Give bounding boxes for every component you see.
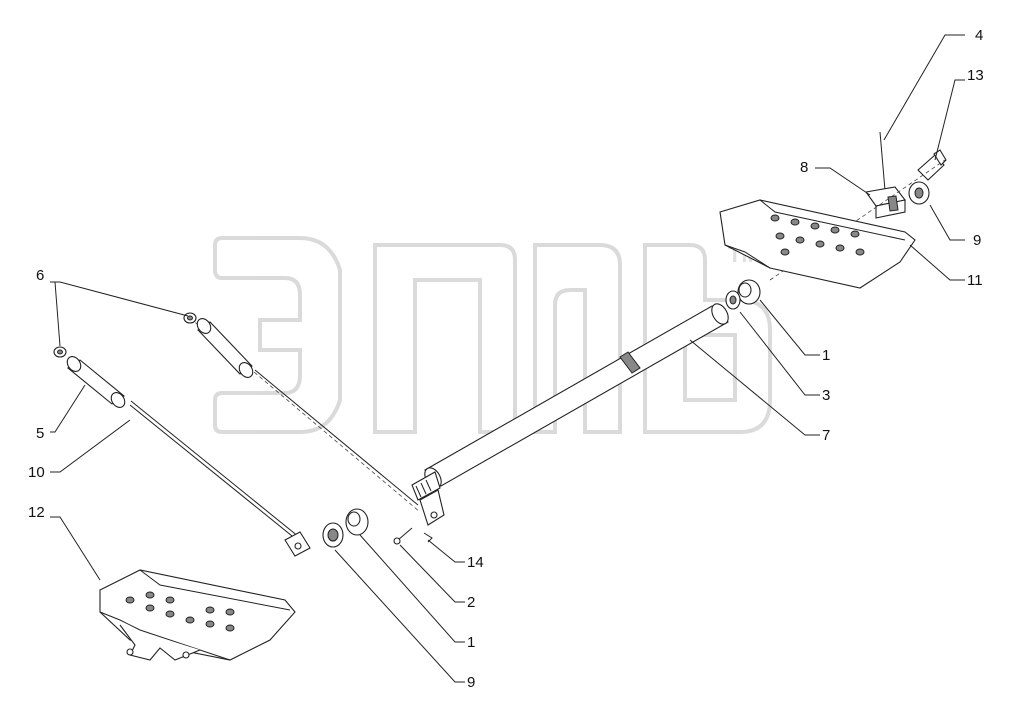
callout-12: 12 bbox=[28, 504, 45, 521]
callout-6: 6 bbox=[36, 267, 44, 284]
bushing-lower bbox=[345, 508, 369, 536]
washer-lower bbox=[322, 522, 344, 548]
sleeve-right bbox=[196, 318, 254, 378]
callout-5: 5 bbox=[36, 425, 44, 442]
shaft bbox=[411, 303, 729, 526]
callout-labels: 4 13 8 9 11 1 3 7 6 5 10 12 14 2 1 9 bbox=[28, 27, 984, 691]
leader-lines bbox=[50, 34, 965, 683]
footplate-lower-holes bbox=[125, 591, 235, 632]
callout-10: 10 bbox=[28, 464, 45, 481]
nut-right bbox=[183, 312, 197, 324]
cotter-pin bbox=[423, 532, 433, 543]
rod bbox=[129, 400, 311, 557]
block bbox=[865, 186, 906, 219]
nut-upper bbox=[908, 181, 930, 205]
pin bbox=[393, 527, 413, 545]
washer-upper bbox=[725, 290, 741, 310]
callout-11: 11 bbox=[967, 272, 983, 289]
bushing-upper bbox=[737, 279, 761, 305]
callout-1-lower: 1 bbox=[467, 634, 475, 651]
callout-14: 14 bbox=[467, 554, 484, 571]
sleeve-left bbox=[66, 356, 126, 408]
footplate-upper bbox=[719, 199, 916, 289]
callout-1-upper: 1 bbox=[822, 347, 830, 364]
callout-3: 3 bbox=[822, 387, 830, 404]
footplate-lower bbox=[99, 569, 296, 661]
callout-2: 2 bbox=[467, 594, 475, 611]
callout-8: 8 bbox=[800, 159, 808, 176]
callout-9-lower: 9 bbox=[467, 674, 475, 691]
nut-left bbox=[53, 346, 67, 358]
footplate-upper-holes bbox=[770, 214, 865, 256]
callout-7: 7 bbox=[822, 427, 830, 444]
bolt bbox=[917, 149, 947, 181]
callout-9-upper: 9 bbox=[973, 232, 981, 249]
callout-4: 4 bbox=[975, 27, 983, 44]
callout-13: 13 bbox=[967, 67, 984, 84]
